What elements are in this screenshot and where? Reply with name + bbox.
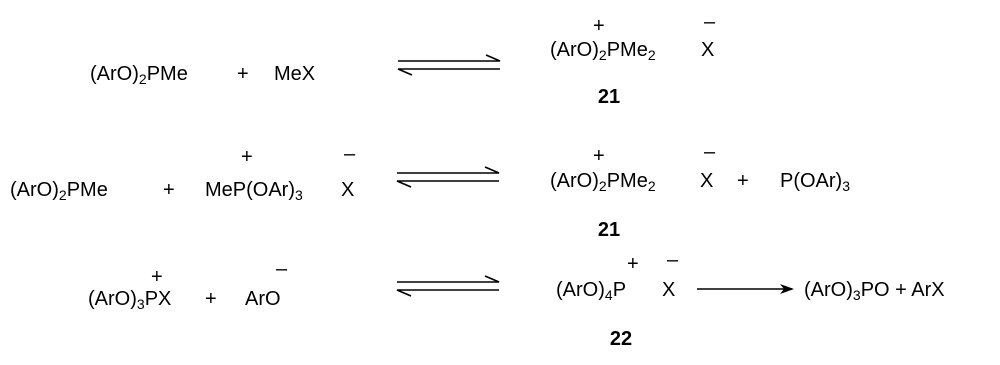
reaction-1-product-cation: (ArO)2PMe2 bbox=[550, 39, 656, 63]
reaction-2-compound-label: 21 bbox=[598, 219, 620, 241]
reaction-2-reactant-plus-charge: + bbox=[241, 146, 253, 168]
reaction-1-plus: + bbox=[237, 63, 249, 85]
reaction-2: (ArO)2PMe + + – MeP(OAr)3 X + – (ArO)2PM… bbox=[10, 141, 850, 241]
reaction-3-reactant-minus-charge: – bbox=[276, 258, 288, 280]
reaction-3-compound-label: 22 bbox=[610, 328, 632, 350]
reaction-2-reactant-2-cation: MeP(OAr)3 bbox=[205, 179, 303, 203]
reaction-2-plus-2: + bbox=[737, 170, 749, 192]
reaction-1-product-anion: X bbox=[701, 39, 714, 61]
reaction-3-equilibrium-arrow bbox=[396, 275, 500, 297]
reaction-2-reactant-2-anion: X bbox=[341, 179, 354, 201]
reaction-2-equilibrium-arrow bbox=[396, 166, 500, 188]
reaction-1-reactant-1: (ArO)2PMe bbox=[90, 63, 188, 87]
reaction-1-compound-label: 21 bbox=[598, 86, 620, 108]
reaction-2-product-cation: (ArO)2PMe2 bbox=[550, 170, 656, 194]
reaction-3-plus: + bbox=[205, 288, 217, 310]
reaction-3-product-plus-charge: + bbox=[627, 253, 639, 275]
reaction-3-reactant-plus-charge: + bbox=[151, 266, 163, 288]
reaction-2-reactant-1: (ArO)2PMe bbox=[10, 179, 108, 203]
reaction-1: (ArO)2PMe + MeX + – (ArO)2PMe2 X 21 bbox=[90, 11, 716, 108]
reaction-2-product-minus-charge: – bbox=[704, 141, 716, 163]
reaction-2-product-anion: X bbox=[700, 170, 713, 192]
reaction-2-product-2: P(OAr)3 bbox=[780, 170, 850, 194]
reaction-2-reactant-minus-charge: – bbox=[344, 143, 356, 165]
reaction-3-final-products: (ArO)3PO + ArX bbox=[804, 279, 945, 303]
reaction-2-product-plus-charge: + bbox=[593, 145, 605, 167]
reaction-3-product-cation: (ArO)4P bbox=[556, 279, 626, 303]
reaction-3-reactant-1: (ArO)3PX bbox=[88, 288, 171, 312]
reaction-3-product-anion: X bbox=[662, 279, 675, 301]
reaction-3: + (ArO)3PX + – ArO + – (ArO)4P X 22 (ArO… bbox=[88, 249, 945, 350]
reaction-2-plus: + bbox=[163, 179, 175, 201]
reaction-1-equilibrium-arrow bbox=[397, 54, 501, 76]
reaction-1-product-plus-charge: + bbox=[593, 15, 605, 37]
reaction-1-reactant-2: MeX bbox=[274, 63, 315, 85]
reaction-3-reactant-2: ArO bbox=[245, 288, 281, 310]
reaction-3-product-minus-charge: – bbox=[667, 249, 679, 271]
reaction-1-product-minus-charge: – bbox=[704, 11, 716, 33]
